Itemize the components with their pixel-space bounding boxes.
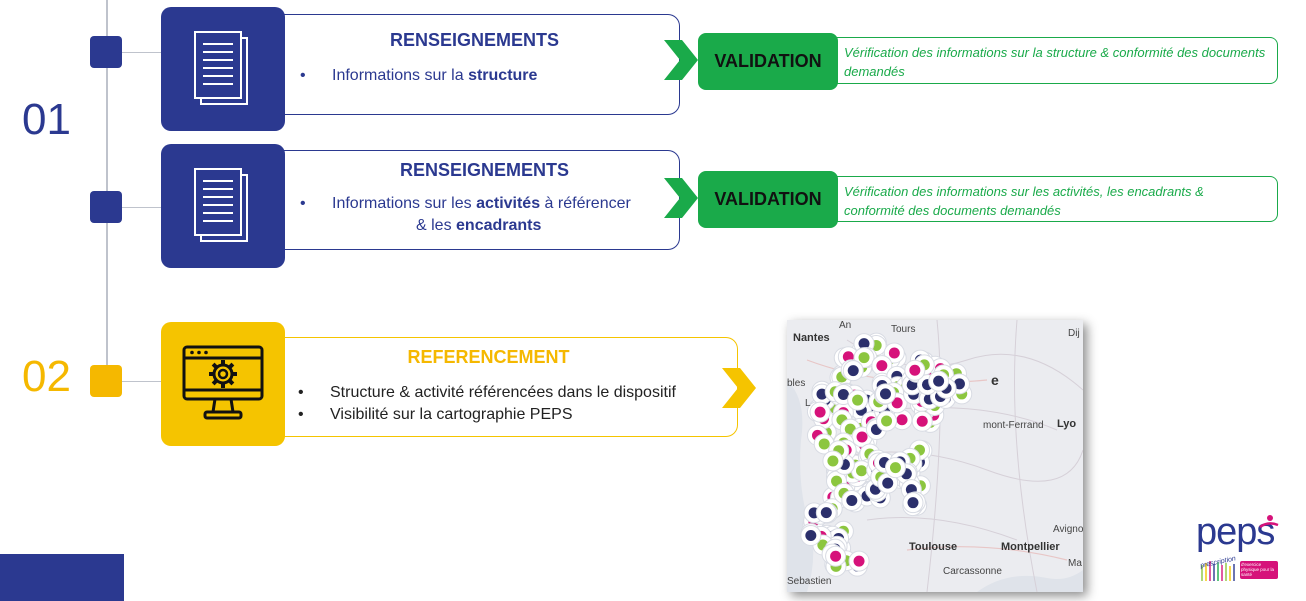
step-number: 01	[22, 95, 71, 144]
bullet-text: Informations sur les	[332, 195, 477, 212]
bullet-bold: structure	[468, 67, 538, 84]
timeline-node	[90, 365, 122, 397]
map-city-label: bles	[787, 378, 806, 389]
connector-line	[122, 207, 162, 208]
bullet-text: Informations sur la	[332, 67, 469, 84]
computer-settings-icon-box	[161, 322, 285, 446]
map-pin	[883, 342, 905, 364]
map-city-label: Montpellier	[1001, 541, 1060, 553]
document-icon-box	[161, 144, 285, 268]
map-pin	[841, 489, 863, 511]
referencement-card: REFERENCEMENT •Structure & activité réfé…	[270, 337, 738, 437]
map-city-label: Tours	[891, 324, 916, 335]
document-icon	[194, 31, 248, 105]
chevron-right-icon	[722, 368, 756, 408]
card-title: RENSEIGNEMENTS	[399, 160, 570, 180]
bullet-item: •Structure & activité référencées dans l…	[298, 384, 676, 401]
map-city-label: Nantes	[793, 332, 830, 344]
connector-line	[122, 381, 162, 382]
renseignements-card: RENSEIGNEMENTS •Informations sur la stru…	[270, 14, 680, 115]
bullet-text: Visibilité sur la cartographie PEPS	[330, 406, 573, 424]
logo-brand: peps	[1196, 511, 1275, 553]
map-city-label: L	[805, 398, 811, 409]
map-pin	[825, 545, 847, 567]
computer-gear-icon	[182, 345, 264, 420]
map-pin	[847, 389, 869, 411]
bullet-text: à référencer	[540, 195, 631, 212]
map-pin	[874, 383, 896, 405]
logo-tagline: d'exercice physique pour la santé	[1241, 562, 1275, 577]
bullet-bold: encadrants	[456, 217, 542, 235]
map-pin	[891, 409, 913, 431]
map-pin	[848, 550, 870, 572]
logo-figure-icon	[1259, 515, 1279, 529]
map-city-label: Ma	[1068, 558, 1082, 569]
peps-map: Nantes An Tours Dij bles L e mont-Ferran…	[787, 320, 1083, 592]
map-city-label: mont-Ferrand	[983, 420, 1044, 431]
map-city-label: Toulouse	[909, 541, 958, 553]
bullet-bold: activités	[476, 195, 541, 212]
map-pin	[928, 370, 950, 392]
peps-logo: peps prescription d'exercice physique po…	[1196, 513, 1288, 587]
timeline-node	[90, 191, 122, 223]
step-number: 02	[22, 352, 71, 401]
logo-tagline-area: prescription d'exercice physique pour la…	[1200, 555, 1280, 581]
bullet-text: Structure & activité référencées dans le…	[330, 384, 676, 401]
bullet-item: •Visibilité sur la cartographie PEPS	[298, 406, 573, 424]
map-pin	[884, 457, 906, 479]
map-background	[787, 320, 1083, 592]
map-city-label: Dij	[1068, 328, 1080, 339]
map-pin	[815, 502, 837, 524]
card-title: REFERENCEMENT	[407, 347, 570, 367]
bullet-list: •Structure & activité référencées dans l…	[298, 382, 737, 427]
map-pin	[877, 472, 899, 494]
map-city-label: Lyo	[1057, 418, 1077, 430]
chevron-right-icon	[664, 40, 698, 80]
map-pin	[800, 524, 822, 546]
validation-description: Vérification des informations sur les ac…	[830, 176, 1278, 222]
renseignements-card: RENSEIGNEMENTS •Informations sur les act…	[270, 150, 680, 250]
validation-description: Vérification des informations sur la str…	[830, 37, 1278, 84]
footer-bar	[0, 554, 124, 601]
validation-label: VALIDATION	[698, 33, 838, 90]
map-pin	[809, 401, 831, 423]
map-pin	[911, 410, 933, 432]
validation-label: VALIDATION	[698, 171, 838, 228]
connector-line	[122, 52, 162, 53]
bullet-text: & les	[416, 217, 457, 235]
card-title: RENSEIGNEMENTS	[389, 30, 560, 50]
timeline-node	[90, 36, 122, 68]
map-pin	[904, 359, 926, 381]
bullet-item: •Informations sur la structure	[300, 67, 538, 84]
chevron-right-icon	[664, 178, 698, 218]
map-city-label: An	[839, 320, 852, 331]
map-pin	[876, 410, 898, 432]
timeline-line	[106, 0, 108, 380]
document-icon-box	[161, 7, 285, 131]
bullet-item: •Informations sur les activités à référe…	[300, 195, 631, 235]
map-pin	[822, 450, 844, 472]
logo-stripes	[1201, 561, 1278, 581]
document-icon	[194, 168, 248, 242]
map-city-label: Avigno	[1053, 524, 1083, 535]
map-city-label: e	[991, 372, 999, 388]
map-city-label: Carcassonne	[943, 566, 1002, 577]
map-pin	[842, 360, 864, 382]
map-pin	[902, 492, 924, 514]
map-city-label: Sebastien	[787, 576, 832, 587]
